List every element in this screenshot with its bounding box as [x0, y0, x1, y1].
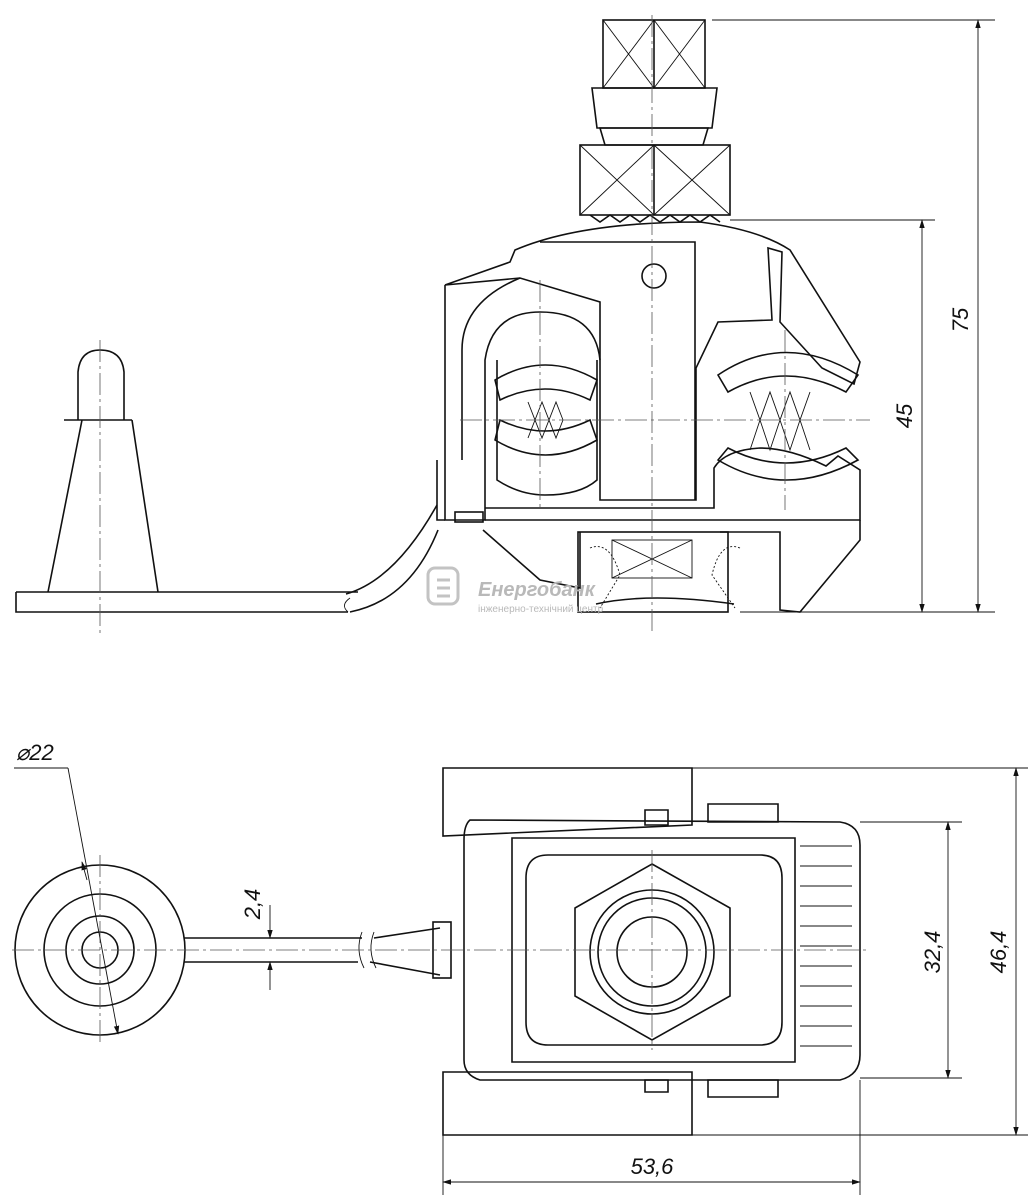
- cap-and-wire: [15, 349, 439, 613]
- watermark-name: Енергобанк: [478, 579, 596, 601]
- dim-cap-diameter: ⌀22: [16, 740, 54, 765]
- side-view: 75 45 Енергобанк інженерно-технічний цен…: [15, 15, 995, 635]
- dim-wire-diameter: 2,4: [240, 889, 265, 921]
- dim-inner-width: 32,4: [920, 931, 945, 974]
- watermark: Енергобанк інженерно-технічний центр: [426, 566, 604, 615]
- dim-height-total: 75: [948, 307, 973, 332]
- top-nut: [591, 19, 718, 146]
- watermark-logo: [426, 566, 460, 606]
- dim-outer-width: 46,4: [986, 931, 1011, 974]
- watermark-tagline: інженерно-технічний центр: [478, 604, 604, 615]
- top-view: ⌀22 2,4 32,4 46,4 53,6: [12, 740, 1028, 1195]
- lower-nut: [579, 144, 731, 223]
- dim-height-body: 45: [892, 403, 917, 428]
- clamp-body: [436, 221, 861, 613]
- dim-length: 53,6: [631, 1154, 675, 1179]
- clamp-top-view: [442, 767, 861, 1136]
